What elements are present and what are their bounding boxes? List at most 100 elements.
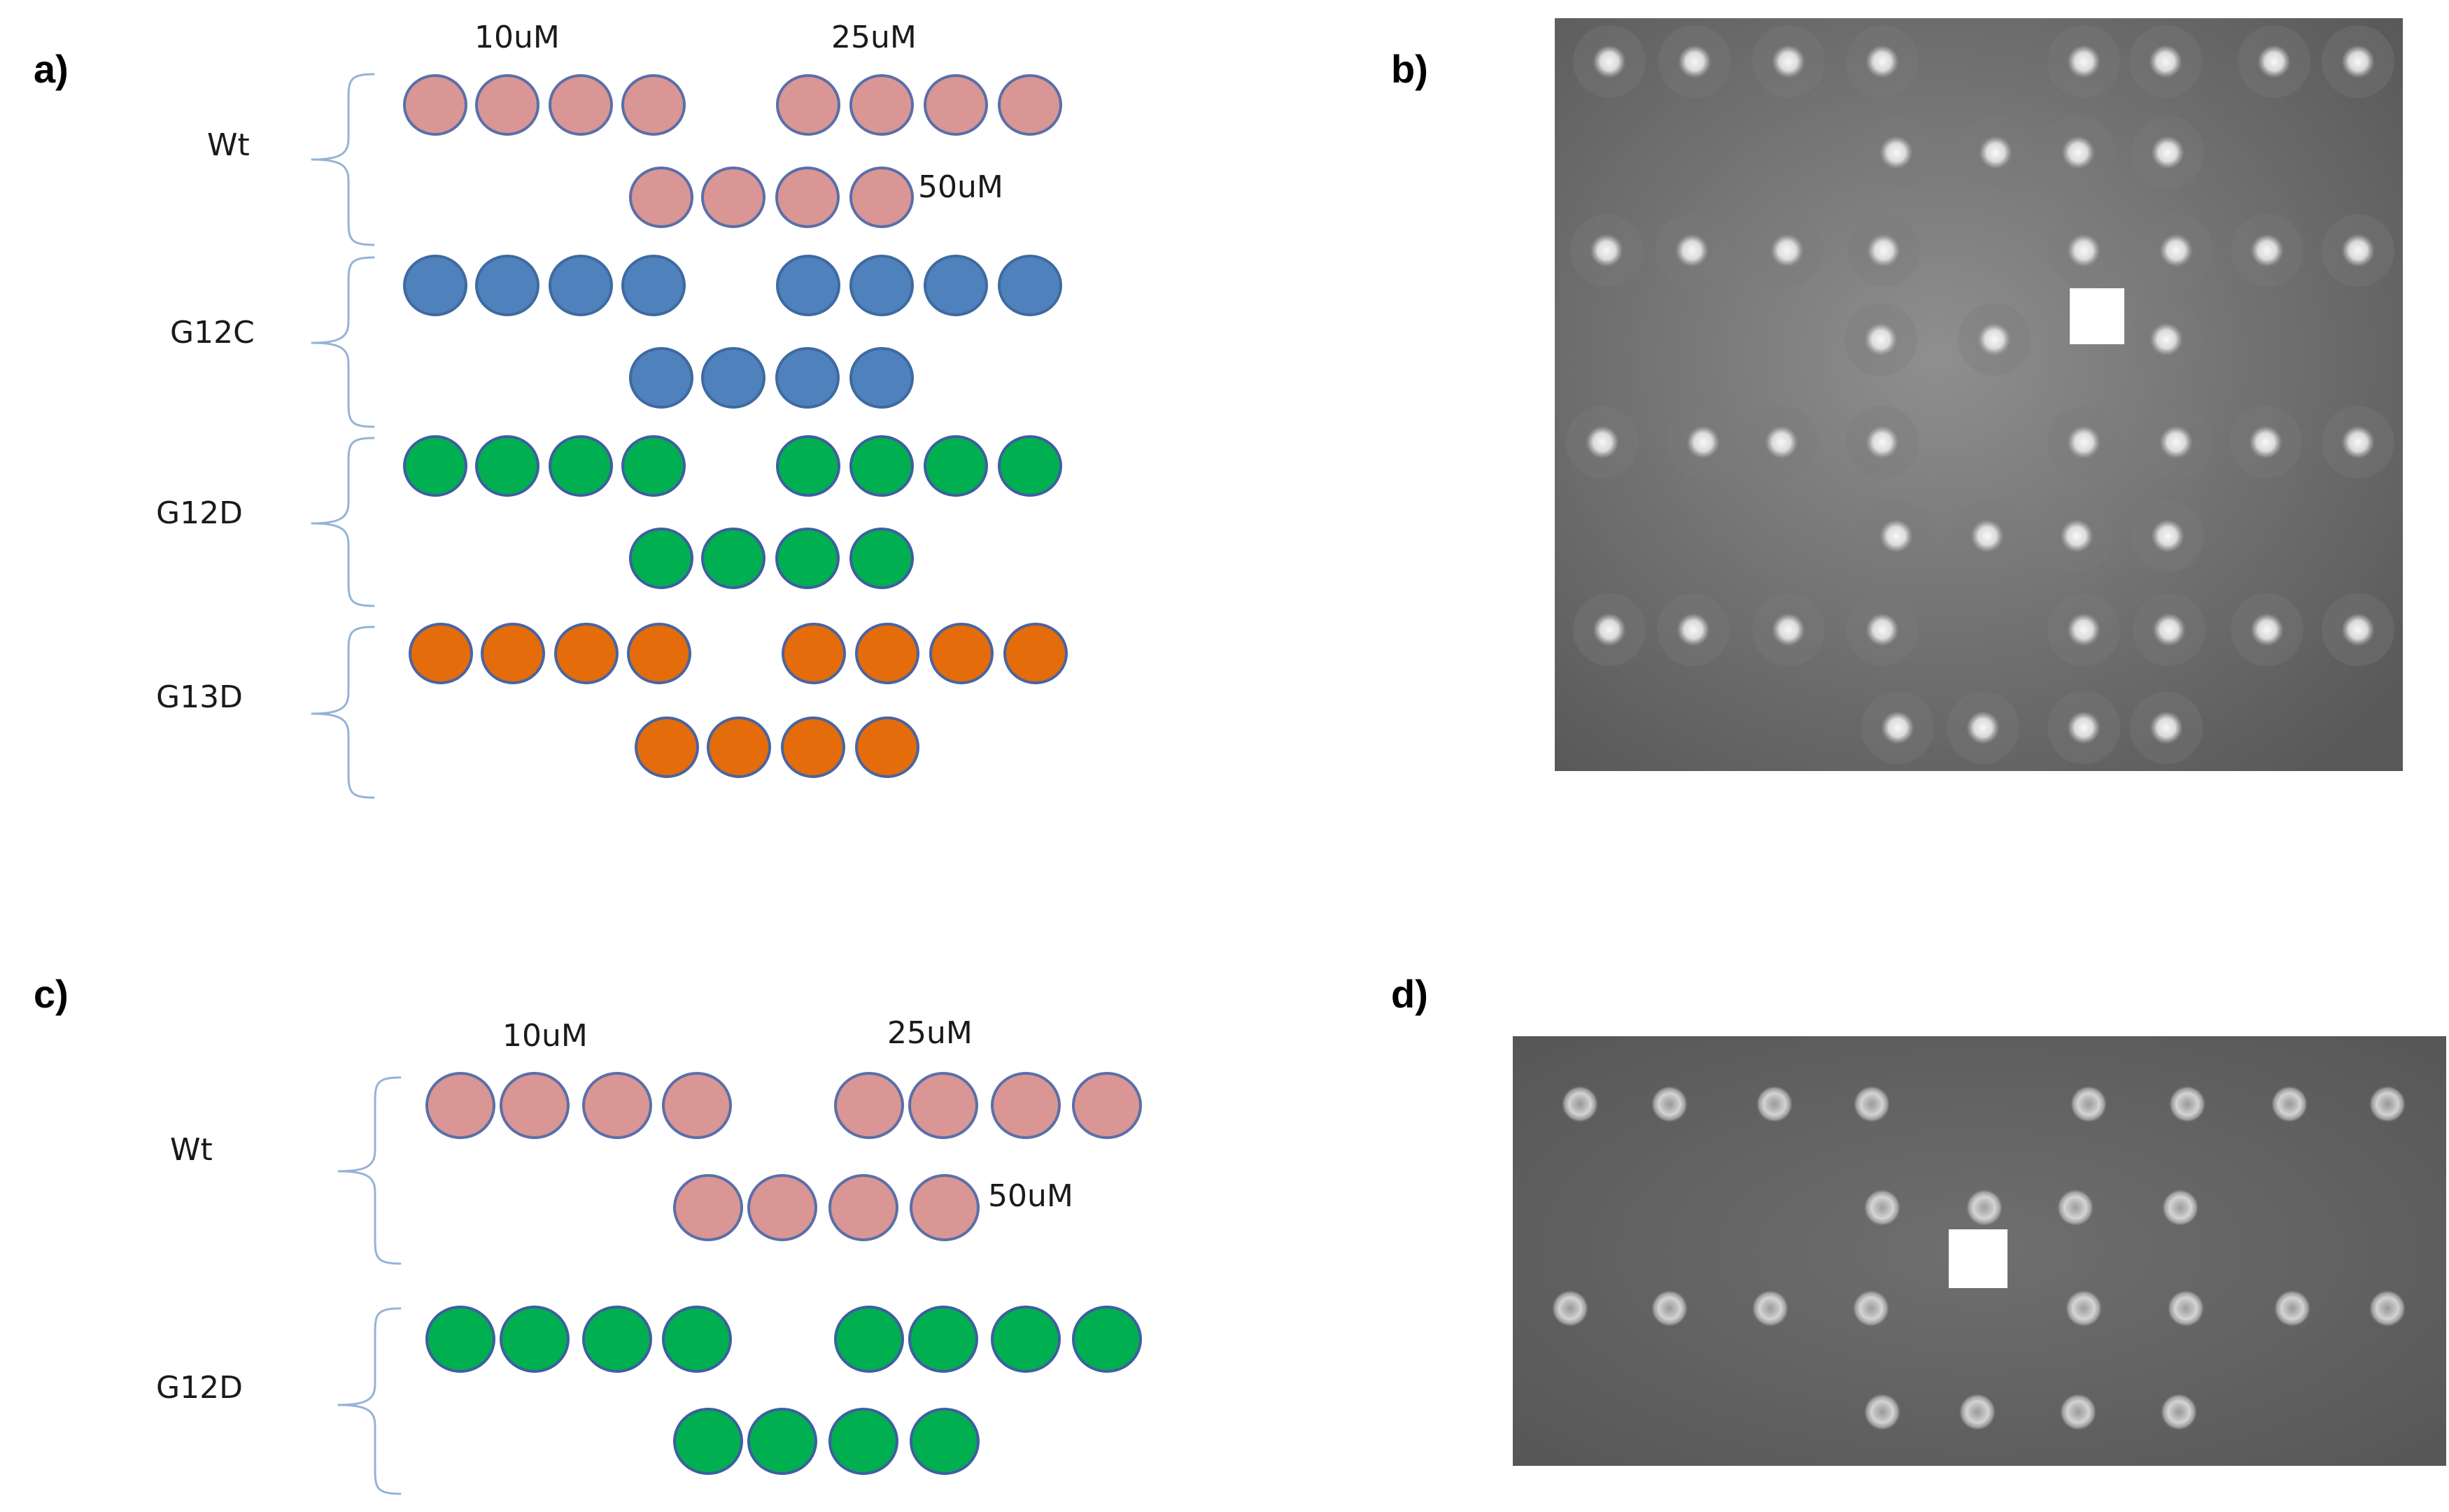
panel-d-spot-r1-5 [2070, 1086, 2107, 1122]
panel-b-white-marker [2070, 288, 2124, 344]
panel-d-spot-r1-2 [1651, 1086, 1688, 1122]
panel-d-spot-r1-4 [1854, 1086, 1890, 1122]
panel-b-spot-r7-3 [1772, 613, 1805, 647]
panel-b-spot-r5-7 [2249, 425, 2282, 459]
panel-a-conc-50um: 50uM [918, 169, 1003, 205]
panel-b-spot-r3-6 [2159, 234, 2193, 267]
well-layout [403, 74, 1142, 1475]
panel-b-spot-r3-5 [2067, 234, 2101, 267]
panel-a-well-g12d-row1-4 [621, 435, 686, 497]
panel-a-well-g12c-row2-2 [701, 347, 765, 409]
panel-a-well-wt-row1-3 [549, 74, 613, 136]
panel-d-plate-image [1513, 1036, 2446, 1466]
panel-d-spot-r1-7 [2271, 1086, 2308, 1122]
panel-c-well-g12d-row2-3 [828, 1408, 898, 1475]
panel-a-label-g12c: G12C [170, 315, 255, 351]
panel-b-spot-r1-4 [1865, 45, 1899, 78]
panel-b-spot-r7-5 [2067, 613, 2101, 647]
panel-c-label: c) [34, 972, 69, 1016]
panel-d-spot-r2-2 [1966, 1189, 2003, 1226]
panel-a-well-g12d-row2-1 [629, 528, 693, 589]
panel-c-well-g12d-row1-7 [991, 1306, 1061, 1373]
panel-d-spot-r4-2 [1959, 1394, 1996, 1430]
panel-a-well-g12c-row1-6 [849, 255, 914, 316]
panel-a-well-g12d-row1-2 [475, 435, 539, 497]
panel-a-well-g12d-row2-4 [849, 528, 914, 589]
panel-b-spot-r1-8 [2341, 45, 2375, 78]
panel-c-well-g12d-row1-8 [1072, 1306, 1142, 1373]
panel-a-well-g13d-row1-7 [929, 623, 994, 684]
group-braces [311, 73, 402, 1495]
panel-b-spot-r2-4 [2151, 136, 2185, 169]
panel-d-spot-r3-6 [2168, 1290, 2204, 1327]
panel-b-spot-r2-1 [1879, 136, 1913, 169]
panel-d-spot-r3-8 [2369, 1290, 2406, 1327]
panel-d-spot-r3-5 [2066, 1290, 2102, 1327]
panel-c-well-wt-row1-6 [908, 1072, 978, 1139]
panel-b-spot-r3-1 [1590, 234, 1623, 267]
panel-a-well-g12c-row1-8 [998, 255, 1062, 316]
panel-a-well-g12c-row1-7 [924, 255, 988, 316]
panel-d-spot-r3-7 [2274, 1290, 2310, 1327]
panel-a-well-g13d-row1-4 [627, 623, 691, 684]
panel-a-well-wt-row1-2 [475, 74, 539, 136]
panel-b-spot-r1-2 [1678, 45, 1712, 78]
panel-a-well-wt-row1-5 [776, 74, 840, 136]
panel-c-well-g12d-row1-3 [582, 1306, 652, 1373]
panel-d-spot-r4-3 [2060, 1394, 2096, 1430]
panel-c-well-g12d-row1-1 [425, 1306, 495, 1373]
panel-c-well-wt-row2-4 [910, 1174, 980, 1241]
panel-a-well-g12d-row1-8 [998, 435, 1062, 497]
panel-b-spot-r6-3 [2060, 519, 2094, 553]
panel-a-well-g13d-row1-2 [481, 623, 545, 684]
panel-a-well-g12d-row1-3 [549, 435, 613, 497]
panel-a-well-wt-row1-1 [403, 74, 467, 136]
panel-c-well-wt-row1-5 [834, 1072, 904, 1139]
panel-b-spot-r7-6 [2152, 613, 2186, 647]
panel-d-spot-r3-2 [1651, 1290, 1688, 1327]
panel-d-spot-r3-3 [1752, 1290, 1788, 1327]
panel-a-well-wt-row2-1 [629, 167, 693, 228]
panel-a-conc-10um: 10uM [474, 20, 560, 55]
panel-d-spot-r3-4 [1853, 1290, 1889, 1327]
panel-b-plate-image [1555, 18, 2403, 771]
panel-d-spot-r1-8 [2369, 1086, 2406, 1122]
panel-b-spot-r3-2 [1675, 234, 1709, 267]
panel-d-label: d) [1391, 972, 1428, 1016]
panel-a-well-g12c-row1-4 [621, 255, 686, 316]
panel-a-label-g13d: G13D [156, 679, 243, 715]
panel-c-well-g12d-row1-2 [500, 1306, 570, 1373]
panel-b-spot-r7-1 [1593, 613, 1626, 647]
panel-c-well-wt-row1-4 [662, 1072, 732, 1139]
panel-a-well-g12c-row1-3 [549, 255, 613, 316]
panel-b-spot-r1-6 [2149, 45, 2182, 78]
panel-b-spot-r5-3 [1765, 425, 1798, 459]
panel-d-white-marker [1949, 1229, 2007, 1288]
panel-c-well-wt-row1-2 [500, 1072, 570, 1139]
panel-b-spot-r4-3 [2150, 323, 2183, 356]
panel-b-spot-r3-7 [2250, 234, 2284, 267]
panel-c-label-g12d: G12D [156, 1370, 243, 1406]
panel-a-well-wt-row1-8 [998, 74, 1062, 136]
panel-a-brace-g13d [311, 626, 375, 799]
panel-c-well-g12d-row2-4 [910, 1408, 980, 1475]
panel-d-spot-r3-1 [1552, 1290, 1588, 1327]
panel-a-brace-wt [311, 73, 375, 246]
panel-a-well-g12c-row1-5 [776, 255, 840, 316]
panel-b-spot-r5-4 [1865, 425, 1899, 459]
panel-a-well-g12c-row2-4 [849, 347, 914, 409]
panel-c-well-wt-row1-3 [582, 1072, 652, 1139]
panel-b-spot-r5-1 [1586, 425, 1619, 459]
panel-a-well-g12c-row1-1 [403, 255, 467, 316]
panel-a-well-wt-row1-4 [621, 74, 686, 136]
panel-c-label-wt: Wt [170, 1132, 213, 1168]
panel-b-spot-r8-2 [1966, 711, 2000, 744]
panel-a-well-g12c-row2-1 [629, 347, 693, 409]
panel-a-conc-25um: 25uM [831, 20, 917, 55]
panel-a-label: a) [34, 47, 69, 91]
panel-b-spot-r1-1 [1593, 45, 1626, 78]
panel-d-spot-r2-3 [2057, 1189, 2094, 1226]
panel-c-well-g12d-row2-1 [673, 1408, 743, 1475]
panel-b-spot-r5-5 [2067, 425, 2101, 459]
